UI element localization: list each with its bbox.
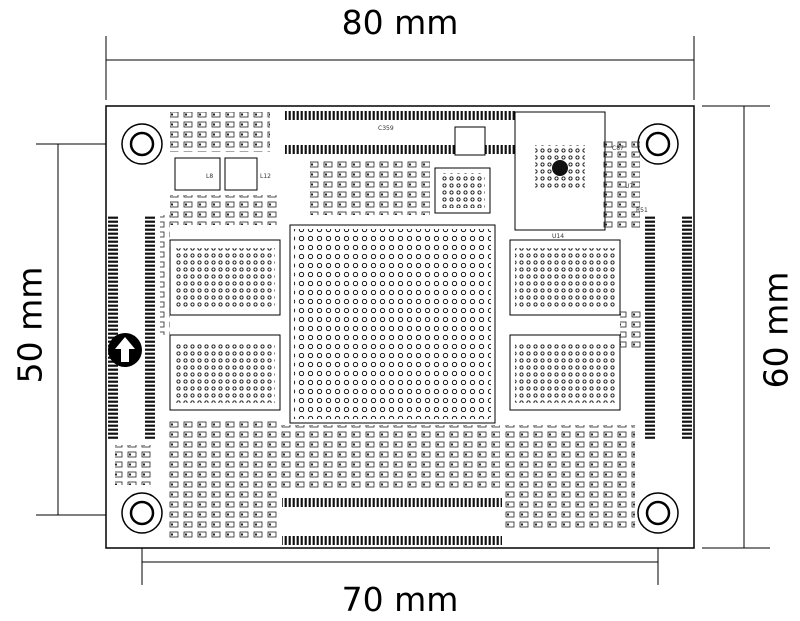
chip-label-l8: L8 bbox=[206, 173, 213, 180]
memory-chip-bottom-right bbox=[509, 334, 621, 411]
chip-label-u14: U14 bbox=[552, 233, 564, 240]
bottom-connector bbox=[282, 498, 502, 545]
left-edge-connector bbox=[108, 215, 155, 440]
chip-label-c87: C87 bbox=[612, 145, 624, 152]
chip-label-l12: L12 bbox=[260, 173, 271, 180]
inductors: L8 L12 bbox=[174, 157, 271, 191]
memory-chip-top-right bbox=[509, 239, 621, 316]
mounting-hole-bottom-left bbox=[121, 492, 163, 534]
small-chip-top bbox=[434, 167, 491, 214]
memory-chip-bottom-left bbox=[169, 334, 281, 411]
right-edge-connector bbox=[645, 215, 692, 440]
small-components: C359 R51 C87 bbox=[115, 112, 648, 540]
dimension-lines bbox=[36, 36, 770, 585]
chip-label-c359: C359 bbox=[378, 125, 394, 132]
main-processor-bga bbox=[289, 224, 496, 424]
mounting-hole-top-left bbox=[121, 123, 163, 165]
memory-chip-top-left bbox=[169, 239, 281, 316]
top-connector bbox=[285, 111, 515, 154]
mounting-hole-bottom-right bbox=[637, 492, 679, 534]
hole-spacing-vertical-label: 50 mm bbox=[10, 266, 50, 384]
hole-spacing-horizontal-label: 70 mm bbox=[341, 580, 459, 619]
orientation-arrow-icon bbox=[108, 333, 142, 367]
width-dimension-label: 80 mm bbox=[341, 3, 459, 42]
controller-chip-u14: U14 bbox=[514, 111, 606, 240]
top-chip-u7: U7 bbox=[454, 126, 633, 190]
mounting-holes bbox=[121, 123, 679, 534]
height-dimension-label: 60 mm bbox=[756, 271, 796, 389]
chip-label-r51: R51 bbox=[636, 207, 648, 214]
